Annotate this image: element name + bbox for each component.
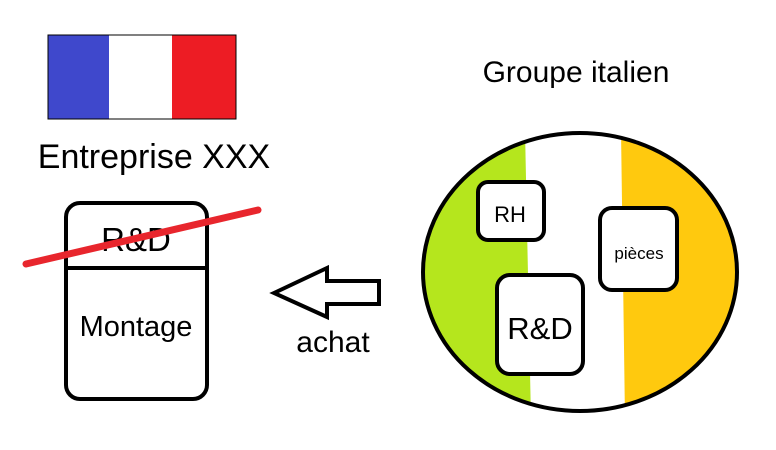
pieces-box-label: pièces — [614, 244, 663, 263]
arrow-label: achat — [296, 326, 370, 359]
group-rd-box-label: R&D — [507, 311, 572, 346]
circle-outline — [421, 131, 739, 413]
italian-group-circle — [421, 131, 739, 413]
pieces-box-outline — [598, 206, 679, 292]
group-rd-box: R&D — [495, 273, 585, 376]
group-label: Groupe italien — [483, 56, 670, 89]
rh-box: RH — [476, 180, 546, 242]
group-rd-box-outline — [495, 273, 585, 376]
flag-border — [47, 34, 237, 120]
rh-box-label: RH — [494, 202, 526, 227]
rh-box-outline — [476, 180, 546, 242]
company-box-montage-label: Montage — [80, 311, 193, 343]
acquisition-arrow — [269, 264, 381, 321]
strike-line — [22, 206, 262, 268]
company-label: Entreprise XXX — [38, 138, 270, 176]
pieces-box: pièces — [598, 206, 679, 292]
flag-white-stripe — [109, 35, 172, 119]
company-box-outline — [64, 201, 209, 401]
company-box: R&D Montage — [64, 201, 209, 401]
flag-blue-stripe — [48, 35, 109, 119]
arrow-shape — [269, 264, 381, 321]
french-flag — [47, 34, 237, 120]
flag-red-stripe — [172, 35, 236, 119]
